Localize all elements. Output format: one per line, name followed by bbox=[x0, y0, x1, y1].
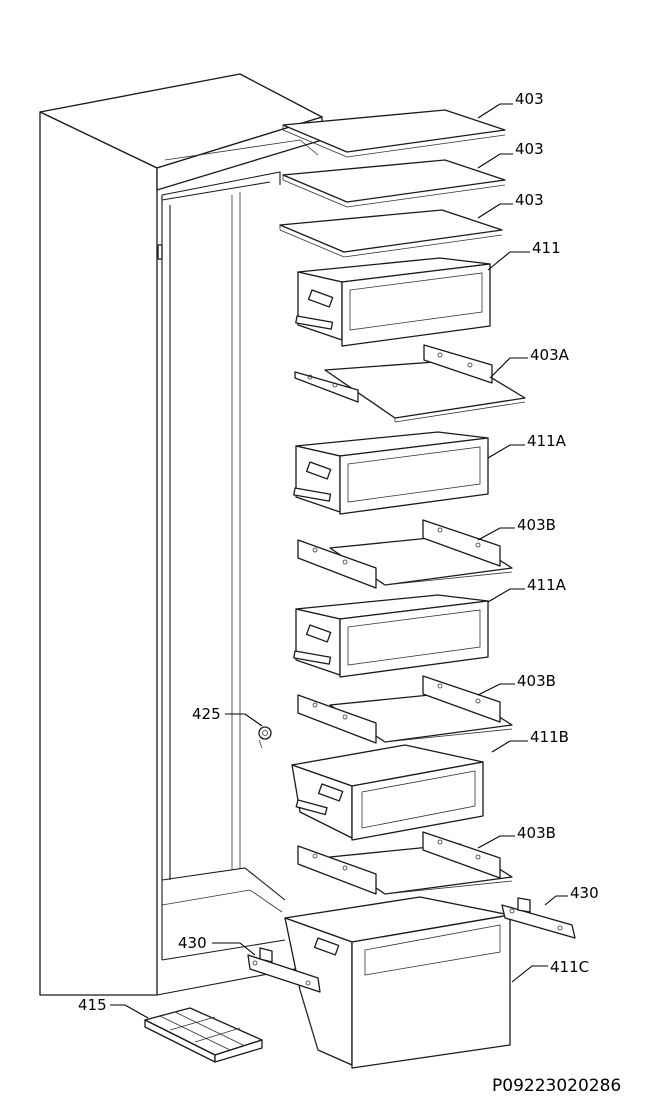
callout-425: 425 bbox=[192, 705, 221, 723]
drawer-411B bbox=[291, 744, 484, 841]
callout-430-left: 430 bbox=[178, 934, 207, 952]
shelf-assembly-403B-middle bbox=[297, 675, 513, 744]
drawer-411A-lower bbox=[293, 594, 489, 678]
slide-rail-430-left bbox=[247, 947, 321, 993]
glass-shelf-403-bottom bbox=[279, 209, 503, 258]
fastener-425 bbox=[258, 726, 272, 749]
shelf-assembly-403B-lower bbox=[297, 831, 513, 895]
slide-rail-430-right bbox=[501, 897, 576, 939]
callout-403-top: 403 bbox=[515, 90, 544, 108]
drawer-411A-upper bbox=[293, 431, 489, 515]
callout-411A-upper: 411A bbox=[527, 432, 567, 450]
callout-403-middle: 403 bbox=[515, 140, 544, 158]
callout-430-right: 430 bbox=[570, 884, 599, 902]
tray-415 bbox=[144, 1007, 263, 1063]
callout-411A-lower: 411A bbox=[527, 576, 567, 594]
document-number: P09223020286 bbox=[492, 1076, 621, 1096]
callout-411B: 411B bbox=[530, 728, 569, 746]
leader-lines bbox=[110, 103, 568, 1019]
callout-403B-lower: 403B bbox=[517, 824, 556, 842]
callout-411: 411 bbox=[532, 239, 561, 257]
callout-403B-upper: 403B bbox=[517, 516, 556, 534]
refrigerator-cabinet bbox=[39, 73, 323, 996]
glass-shelf-403-top bbox=[282, 109, 506, 158]
callout-403B-middle: 403B bbox=[517, 672, 556, 690]
shelf-assembly-403A bbox=[294, 344, 526, 423]
callout-403A: 403A bbox=[530, 346, 570, 364]
shelf-assembly-403B-upper bbox=[297, 519, 513, 589]
callout-403-bottom: 403 bbox=[515, 191, 544, 209]
drawer-411 bbox=[295, 257, 491, 347]
callout-411C: 411C bbox=[550, 958, 589, 976]
glass-shelf-403-middle bbox=[282, 159, 506, 208]
callout-415: 415 bbox=[78, 996, 107, 1014]
